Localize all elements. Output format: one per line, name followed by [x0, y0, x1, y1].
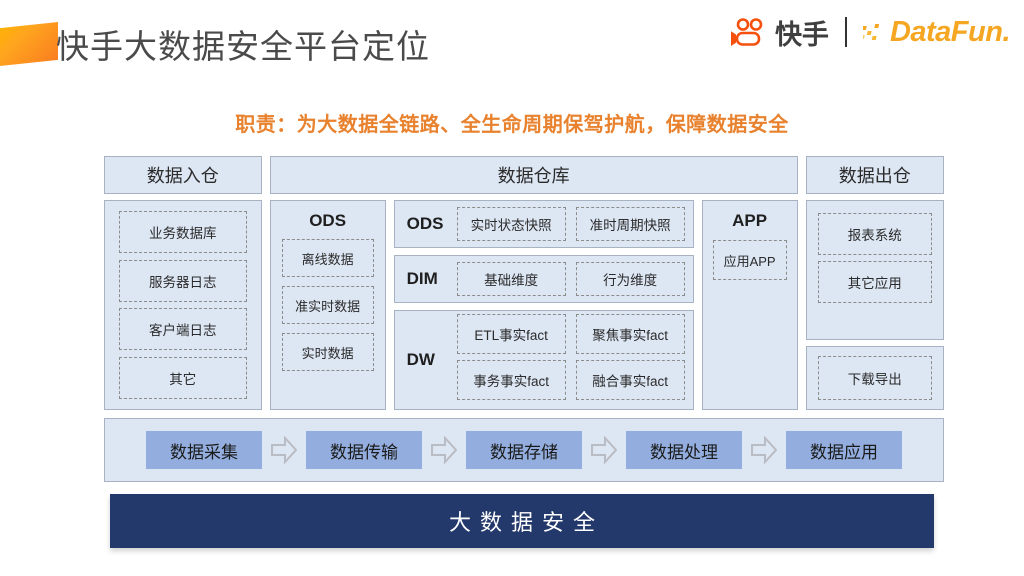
datafun-dots-icon [862, 24, 880, 40]
warehouse-layers: ODS 实时状态快照 准时周期快照 DIM 基础维度 行为维度 [393, 200, 694, 410]
layer-cell: 行为维度 [575, 262, 685, 296]
page-title: 快手大数据安全平台定位 [56, 28, 430, 65]
pipeline-step[interactable]: 数据存储 [466, 431, 582, 469]
pipeline-step[interactable]: 数据应用 [786, 431, 902, 469]
layer-cell: 实时状态快照 [456, 207, 566, 241]
responsibility-subtitle: 职责：为大数据全链路、全生命周期保驾护航，保障数据安全 [235, 114, 789, 136]
ods-source-panel: ODS 离线数据 准实时数据 实时数据 [269, 200, 386, 410]
output-item: 其它应用 [817, 261, 932, 303]
output-item: 报表系统 [817, 213, 932, 255]
block-arrow-right-icon [742, 436, 786, 464]
pipeline-step[interactable]: 数据传输 [306, 431, 422, 469]
layer-cell: 事务事实fact [456, 360, 566, 400]
architecture-diagram: 数据入仓 业务数据库 服务器日志 客户端日志 其它 数据仓库 ODS 离线数据 [104, 156, 944, 410]
block-arrow-right-icon [582, 436, 626, 464]
layer-cells: ETL事实fact 聚焦事实fact 事务事实fact 融合事实fact [456, 314, 685, 406]
ods-source-title: ODS [309, 211, 347, 230]
column-data-output: 数据出仓 报表系统 其它应用 下载导出 [805, 156, 944, 410]
pipeline-step[interactable]: 数据处理 [626, 431, 742, 469]
footer-label: 大数据安全 [448, 510, 604, 535]
kuaishou-logo: 快手 [730, 13, 829, 52]
warehouse-caption: 数据仓库 [269, 156, 798, 194]
intake-item: 服务器日志 [119, 259, 247, 302]
layer-dim: DIM 基础维度 行为维度 [393, 255, 694, 303]
layer-label: ODS [406, 214, 444, 233]
app-title: APP [732, 211, 768, 230]
output-caption: 数据出仓 [805, 156, 944, 194]
output-body: 报表系统 其它应用 下载导出 [805, 200, 944, 410]
layer-cell: 基础维度 [456, 262, 566, 296]
datafun-logo-text: DataFun. [889, 15, 1011, 48]
block-arrow-right-icon [262, 436, 306, 464]
ods-source-item: 实时数据 [281, 333, 374, 371]
layer-cell: ETL事实fact [456, 314, 566, 354]
intake-items: 业务数据库 服务器日志 客户端日志 其它 [104, 200, 262, 410]
app-panel: APP 应用APP [701, 200, 798, 410]
column-data-warehouse: 数据仓库 ODS 离线数据 准实时数据 实时数据 ODS [269, 156, 798, 410]
ods-source-item: 离线数据 [281, 239, 374, 277]
ods-source-item: 准实时数据 [281, 286, 374, 324]
output-item: 下载导出 [817, 356, 932, 400]
intake-item: 其它 [119, 356, 247, 399]
layer-cell: 聚焦事实fact [575, 314, 685, 354]
block-arrow-right-icon [422, 436, 466, 464]
intake-item: 业务数据库 [119, 211, 247, 253]
data-lifecycle-pipeline: 数据采集 数据传输 数据存储 数据处理 数据应用 [104, 418, 944, 482]
layer-cells: 基础维度 行为维度 [456, 262, 685, 296]
footer-banner: 大数据安全 [110, 494, 934, 548]
warehouse-app-layer: APP 应用APP [701, 200, 798, 410]
kuaishou-logo-text: 快手 [774, 19, 829, 50]
app-item: 应用APP [712, 240, 787, 280]
layer-label: DIM [406, 269, 438, 288]
diagram-columns: 数据入仓 业务数据库 服务器日志 客户端日志 其它 数据仓库 ODS 离线数据 [104, 156, 944, 410]
layer-label: DW [406, 350, 435, 369]
datafun-logo: DataFun. [862, 15, 1011, 49]
output-top-items: 报表系统 其它应用 [805, 200, 944, 340]
column-data-intake: 数据入仓 业务数据库 服务器日志 客户端日志 其它 [104, 156, 262, 410]
intake-item: 客户端日志 [119, 308, 247, 351]
kuaishou-parallelogram-mark-icon [0, 22, 58, 66]
layer-ods: ODS 实时状态快照 准时周期快照 [393, 200, 694, 248]
brand-logos: 快手 DataFun. [730, 10, 1011, 54]
output-bottom-items: 下载导出 [805, 346, 944, 410]
pipeline-step[interactable]: 数据采集 [146, 431, 262, 469]
layer-cell: 融合事实fact [575, 360, 685, 400]
intake-caption: 数据入仓 [104, 156, 262, 194]
warehouse-ods-source: ODS 离线数据 准实时数据 实时数据 [269, 200, 386, 410]
warehouse-body: ODS 离线数据 准实时数据 实时数据 ODS 实时状态快照 准时周期快照 [269, 200, 798, 410]
layer-cell: 准时周期快照 [575, 207, 685, 241]
kuaishou-camera-icon [730, 18, 763, 46]
layer-cells: 实时状态快照 准时周期快照 [456, 207, 685, 241]
logo-divider [844, 17, 847, 47]
layer-dw: DW ETL事实fact 聚焦事实fact 事务事实fact 融合事实fact [393, 310, 694, 410]
